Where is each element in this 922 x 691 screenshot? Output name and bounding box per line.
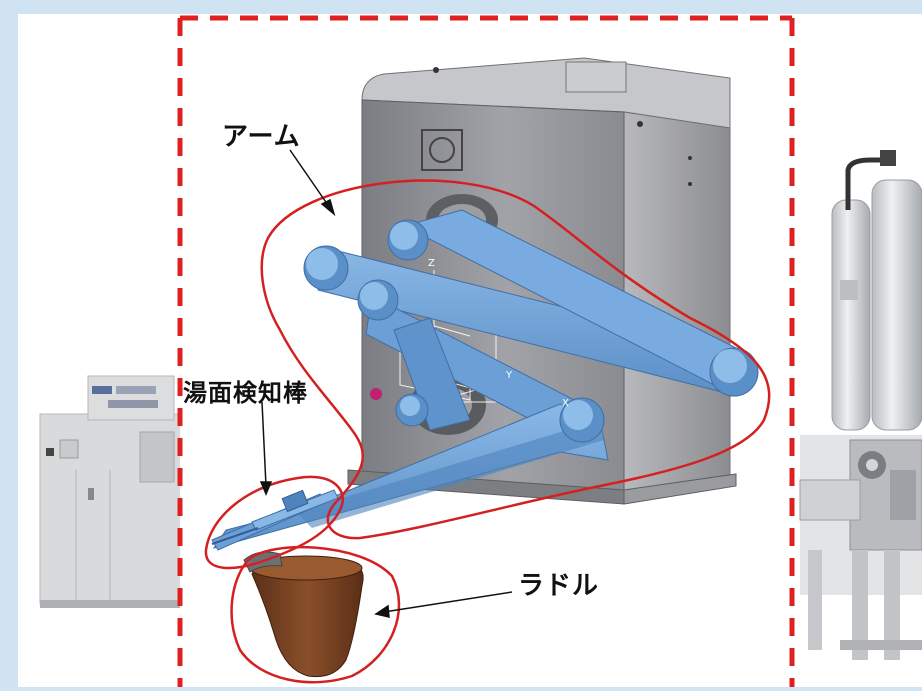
die-casting-machine-image [799, 150, 922, 660]
axis-label-y: Y [505, 370, 513, 381]
arm-callout-outline [260, 179, 771, 540]
ladle-callout-outline [230, 546, 401, 684]
axis-label-x: X [562, 398, 569, 409]
surface-detection-rod [211, 489, 339, 551]
arm-leader-line [289, 149, 331, 209]
callout-outlines [204, 179, 771, 684]
ladle [243, 551, 364, 678]
arm-arrowhead [320, 198, 336, 217]
axis-label-z: Z [428, 258, 435, 269]
ladle-arrowhead [374, 604, 390, 618]
ladle-leader-line [383, 591, 513, 613]
surface-detection-rod-label: 湯面検知棒 [183, 379, 308, 407]
rod-leader-line [261, 401, 267, 487]
arm-label: アーム [222, 122, 301, 152]
rod-callout-outline [204, 475, 344, 570]
leader-lines [259, 149, 513, 618]
control-cabinet-image [39, 375, 183, 608]
ladle-label: ラドル [518, 571, 600, 601]
arm-mechanism [212, 209, 759, 549]
highlight-frame [177, 15, 795, 687]
rod-arrowhead [259, 481, 273, 496]
